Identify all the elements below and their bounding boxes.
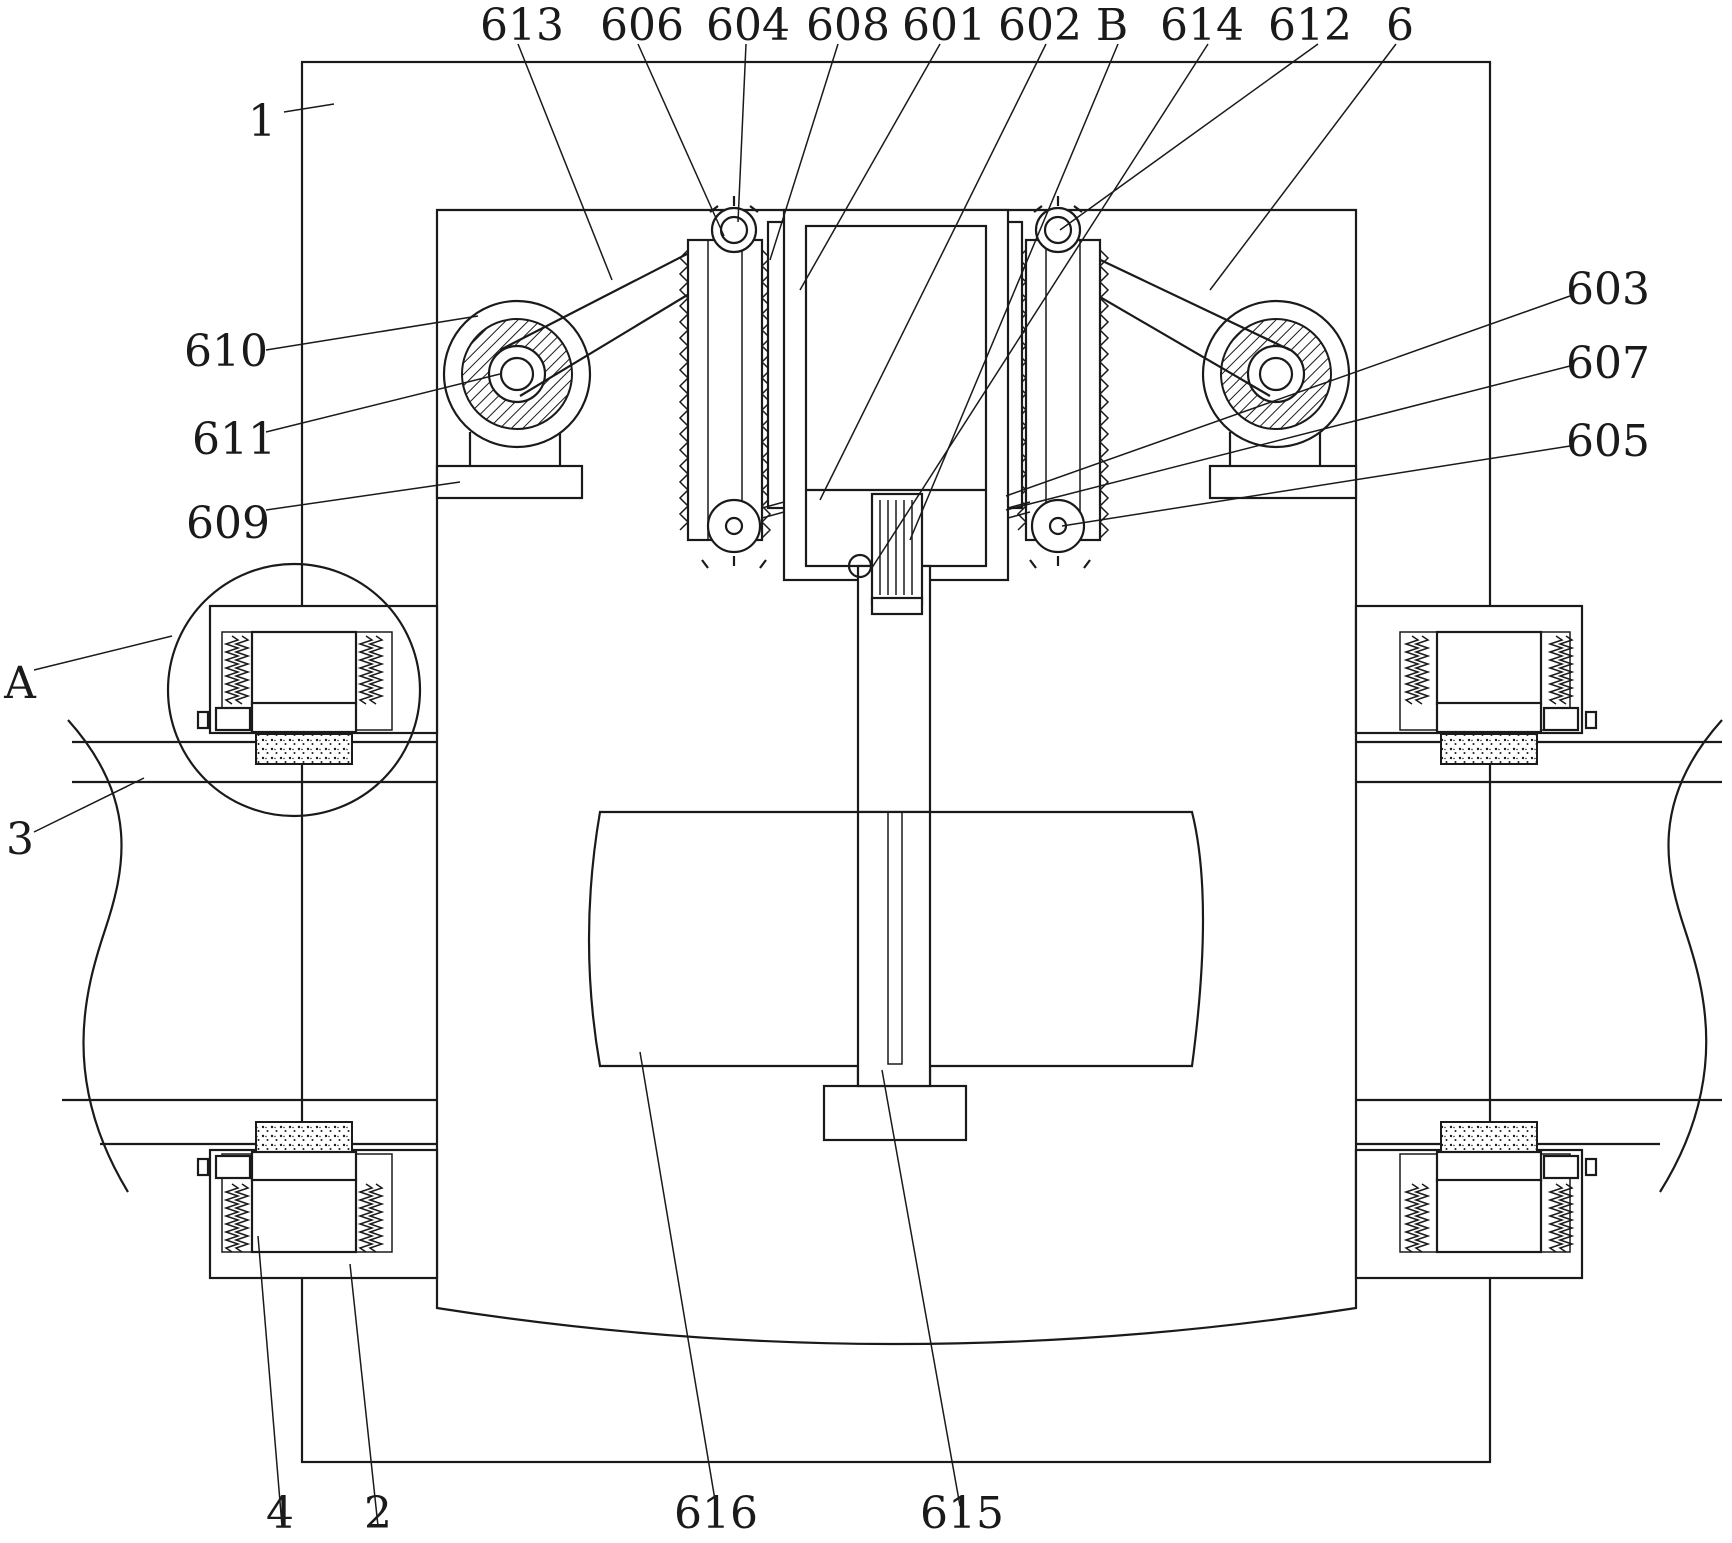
- label-3: 3: [6, 814, 34, 865]
- clamp-top-left: [196, 604, 439, 765]
- detail-circle-a: [166, 562, 422, 818]
- sprocket-chain-left: [678, 196, 772, 569]
- mount-plate-right: [1208, 464, 1358, 500]
- label-4: 4: [266, 1488, 294, 1539]
- label-611: 611: [192, 414, 276, 465]
- label-613: 613: [480, 0, 564, 51]
- mount-plate-left: [435, 464, 584, 500]
- label-615: 615: [920, 1488, 1004, 1539]
- wheel-left: [442, 299, 592, 449]
- motor-b: [847, 492, 924, 616]
- label-a: A: [3, 658, 37, 709]
- label-606: 606: [600, 0, 684, 51]
- label-608: 608: [806, 0, 890, 51]
- label-2: 2: [364, 1488, 392, 1539]
- label-605: 605: [1566, 416, 1650, 467]
- clamp-bottom-right: [1354, 1121, 1598, 1280]
- label-601: 601: [902, 0, 986, 51]
- sprocket-chain-right: [1016, 196, 1110, 569]
- label-6: 6: [1386, 0, 1414, 51]
- label-609: 609: [186, 498, 270, 549]
- clamp-top-right: [1354, 604, 1598, 765]
- label-604: 604: [706, 0, 790, 51]
- label-614: 614: [1160, 0, 1244, 51]
- wheel-right: [1201, 299, 1351, 449]
- leader-lines: [33, 43, 1571, 1527]
- label-607: 607: [1566, 338, 1650, 389]
- label-1: 1: [248, 96, 276, 147]
- label-b: B: [1096, 0, 1128, 51]
- label-616: 616: [674, 1488, 758, 1539]
- rod-foot: [822, 1084, 968, 1142]
- label-603: 603: [1566, 264, 1650, 315]
- clamp-bottom-left: [196, 1121, 439, 1280]
- label-610: 610: [184, 326, 268, 377]
- label-602: 602: [998, 0, 1082, 51]
- label-612: 612: [1268, 0, 1352, 51]
- callout-labels: 613 606 604 608 601 602 B 614 612 6 1 61…: [3, 0, 1650, 1539]
- pipe: [62, 719, 1723, 1193]
